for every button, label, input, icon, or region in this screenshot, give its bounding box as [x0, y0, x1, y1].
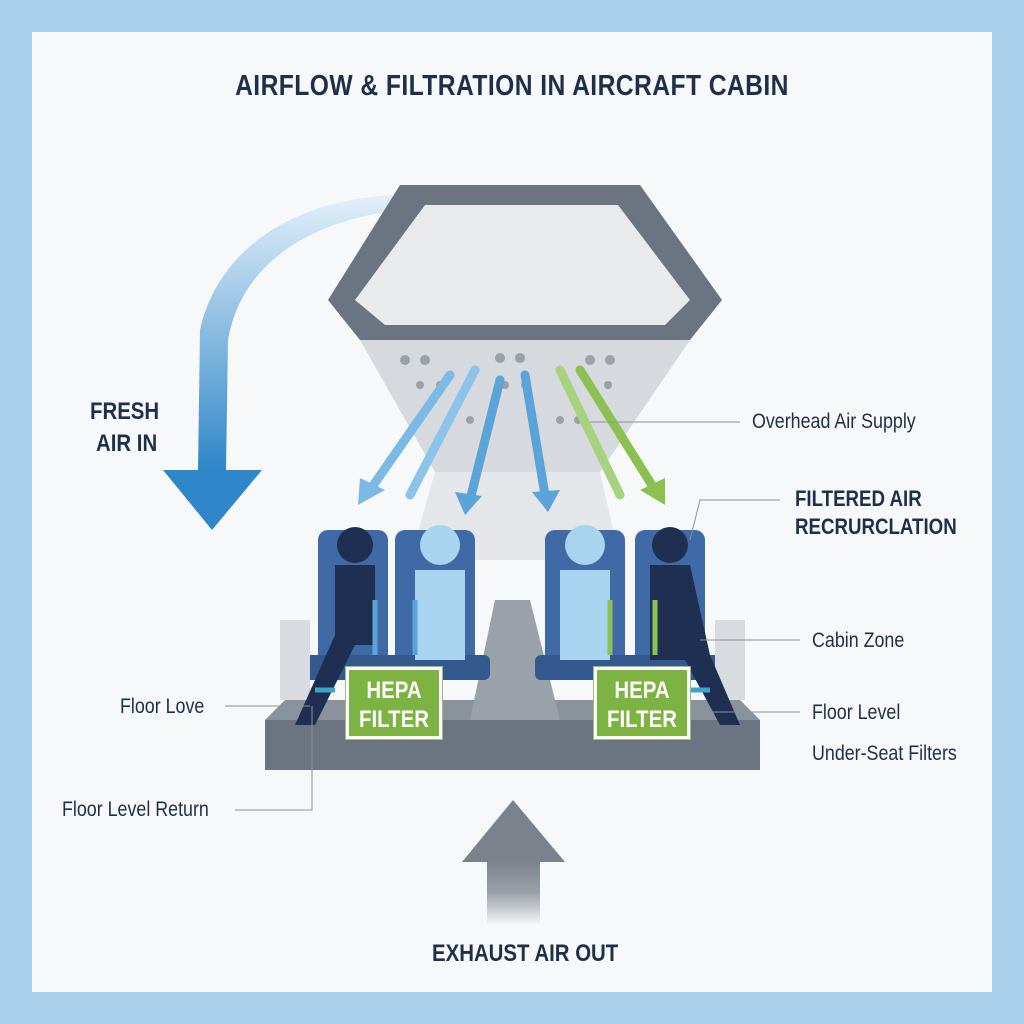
hepa-filter-right-line2: FILTER [607, 706, 677, 733]
passenger [415, 525, 465, 660]
hepa-filter-left-line2: FILTER [359, 706, 429, 733]
fresh-air-label-line2: AIR IN [96, 430, 158, 457]
recirculation-label-line1: FILTERED AIR [795, 486, 922, 511]
passenger [560, 525, 610, 660]
recirculation-label-line2: RECRURCLATION [795, 514, 957, 539]
under-seat-filters-label: Under-Seat Filters [812, 742, 957, 765]
passenger [650, 527, 740, 725]
leader-lines [225, 421, 800, 811]
exhaust-air-label: EXHAUST AIR OUT [432, 940, 619, 967]
hepa-filter-right-line1: HEPA [614, 677, 670, 704]
exhaust-air-arrow [462, 800, 565, 925]
passenger [295, 527, 375, 725]
fresh-air-arrow [163, 195, 400, 530]
floor-level-return-label: Floor Level Return [62, 798, 209, 821]
fresh-air-label-line1: FRESH [90, 398, 160, 425]
overhead-supply-arrows [358, 365, 665, 515]
hepa-filter-left-line1: HEPA [366, 677, 422, 704]
floor-love-label: Floor Love [120, 695, 205, 718]
hepa-filter-left: HEPA FILTER [346, 667, 442, 739]
overhead-air-supply-label: Overhead Air Supply [752, 410, 916, 433]
floor-level-label: Floor Level [812, 701, 901, 724]
cabin-zone-label: Cabin Zone [812, 629, 905, 652]
page-title: AIRFLOW & FILTRATION IN AIRCRAFT CABIN [235, 70, 789, 102]
hepa-filter-right: HEPA FILTER [594, 667, 690, 739]
